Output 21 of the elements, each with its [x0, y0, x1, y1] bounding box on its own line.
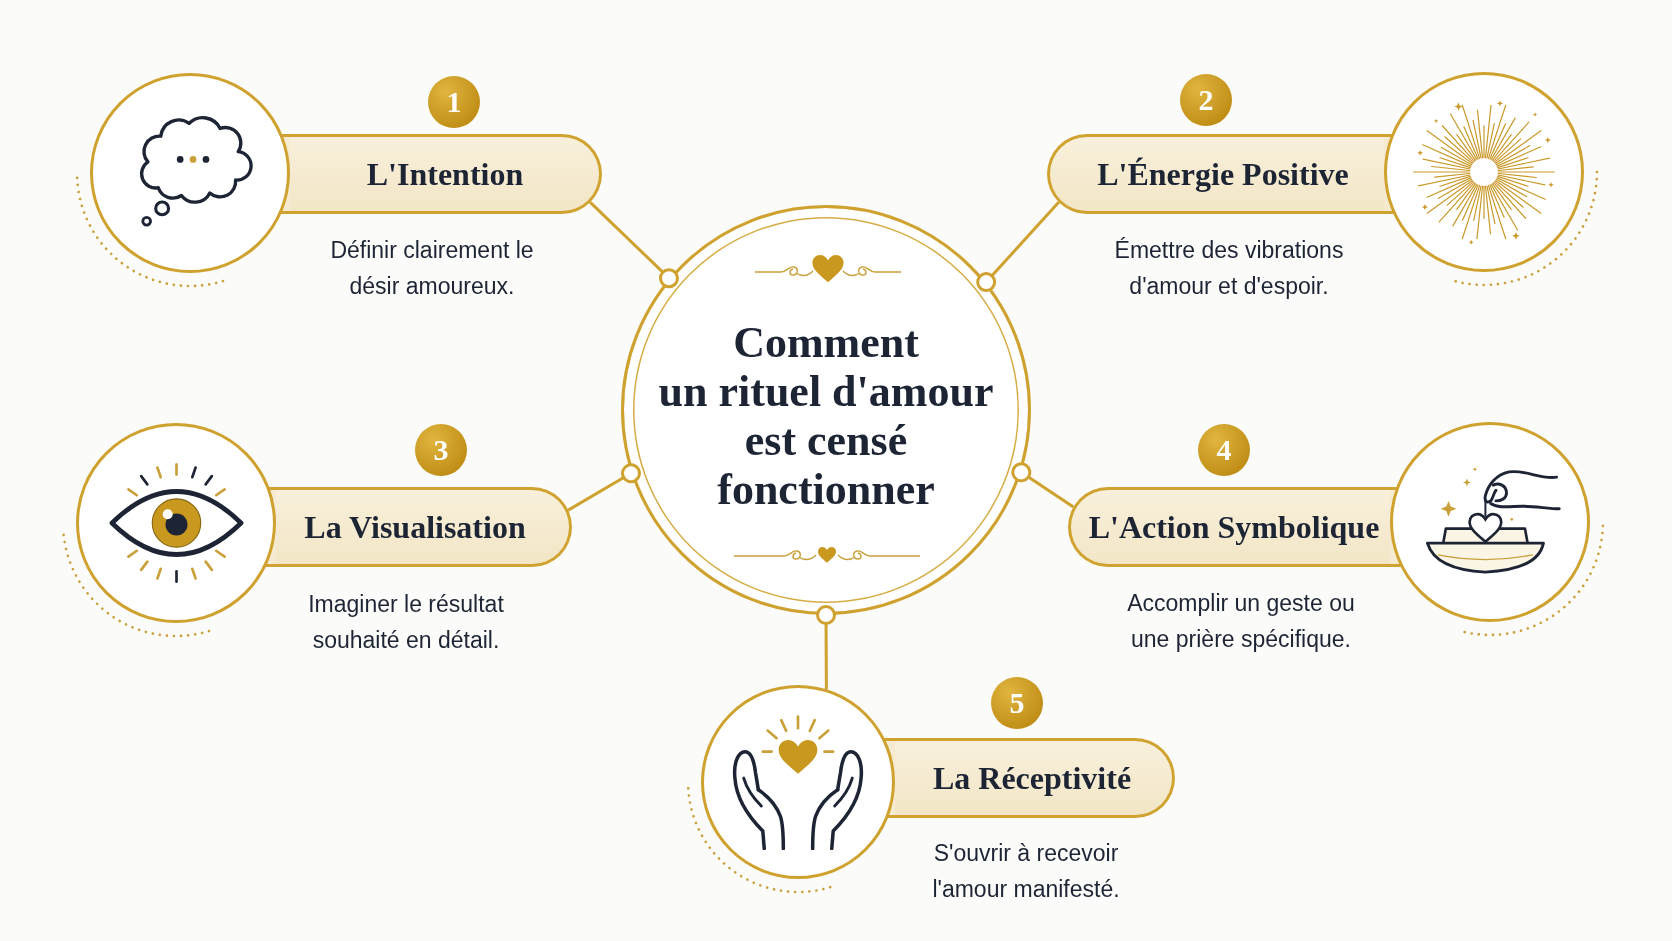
step-number-badge: 3 — [415, 424, 467, 476]
step-number-badge: 4 — [1198, 424, 1250, 476]
connector-line — [567, 463, 641, 512]
step-description: Émettre des vibrations d'amour et d'espoir. — [1113, 236, 1345, 301]
step-number-badge: 5 — [991, 677, 1043, 729]
step-title: L'Intention — [366, 155, 524, 193]
step-description: Imaginer le résultat souhaité en détail. — [307, 590, 505, 655]
step-description: Accomplir un geste ou une prière spécifique. — [1126, 589, 1356, 654]
step-description: S'ouvrir à recevoir l'amour manifesté. — [931, 839, 1121, 904]
connector-line — [1011, 462, 1075, 509]
connector-line — [816, 605, 836, 690]
step-description: Définir clairement le désir amoureux. — [329, 236, 535, 301]
step-title: L'Action Symbolique — [1088, 508, 1380, 546]
step-number-badge: 1 — [428, 76, 480, 128]
step-title: La Visualisation — [304, 508, 526, 546]
connector-line — [976, 201, 1060, 293]
center-title: Comment un rituel d'amour est censé fonctionner — [657, 318, 995, 514]
step-title: La Réceptivité — [932, 759, 1132, 797]
connector-line — [589, 201, 679, 289]
step-title: L'Énergie Positive — [1097, 155, 1349, 193]
step-number-badge: 2 — [1180, 74, 1232, 126]
